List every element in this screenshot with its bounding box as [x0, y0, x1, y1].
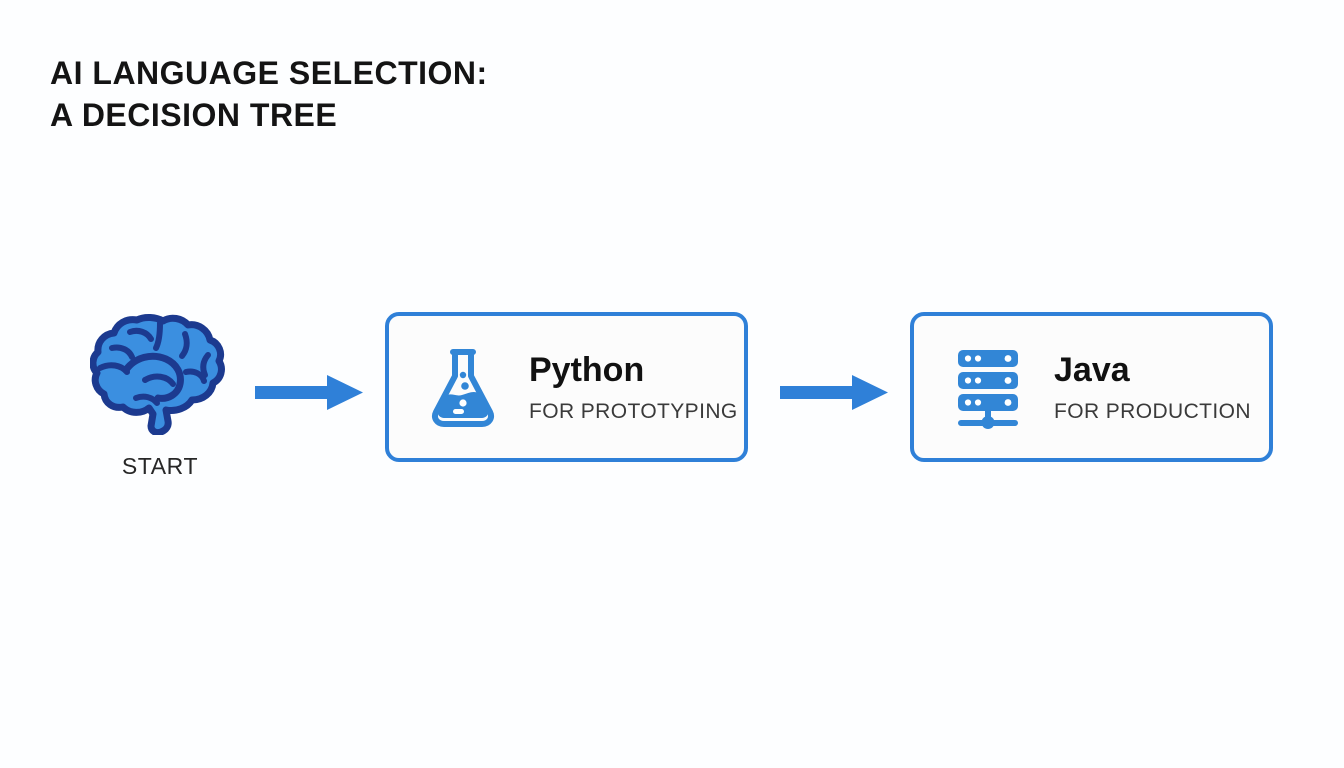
arrow-start-to-python	[255, 372, 365, 414]
server-stack-icon	[952, 344, 1024, 430]
flow-card-java-title: Java	[1054, 351, 1130, 389]
flow-node-start[interactable]: START	[80, 310, 240, 480]
flow-card-python[interactable]: Python FOR PROTOTYPING	[385, 312, 748, 462]
page-title: AI LANGUAGE SELECTION: A DECISION TREE	[50, 52, 750, 136]
brain-icon	[89, 310, 230, 437]
flow-card-python-subtitle: FOR PROTOTYPING	[529, 400, 738, 423]
flow-card-java-subtitle: FOR PRODUCTION	[1054, 400, 1251, 423]
flask-icon	[427, 344, 499, 430]
flow-card-java-text: Java FOR PRODUCTION	[1054, 350, 1251, 424]
page-title-line-1: AI LANGUAGE SELECTION:	[50, 55, 488, 91]
page-title-line-2: A DECISION TREE	[50, 97, 338, 133]
flow-card-java[interactable]: Java FOR PRODUCTION	[910, 312, 1273, 462]
flow-card-python-text: Python FOR PROTOTYPING	[529, 350, 738, 424]
decision-tree-flow: START Python FOR PROTOTYPING	[0, 300, 1344, 500]
flow-node-start-label: START	[121, 453, 199, 479]
arrow-python-to-java	[780, 372, 890, 414]
flow-card-python-title: Python	[529, 351, 645, 389]
